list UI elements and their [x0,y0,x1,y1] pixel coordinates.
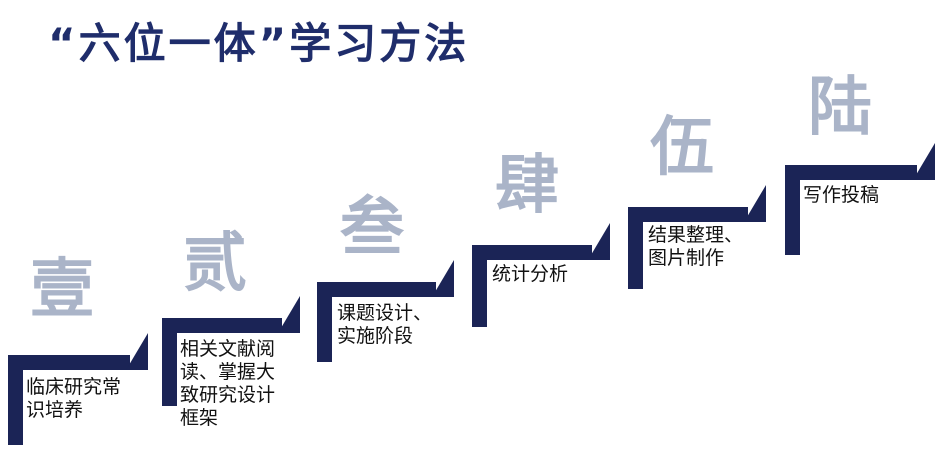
step-5-riser [628,207,643,289]
step-6-top-bar [785,165,917,180]
step-5-top-bar [628,207,748,222]
step-label-line: 写作投稿 [803,184,880,206]
step-3-riser [317,282,332,362]
step-2-top-bar [162,318,282,333]
step-2-numeral: 贰 [183,226,247,301]
step-label-line: 相关文献阅 [180,338,276,360]
step-3-numeral: 叁 [340,190,404,265]
step-6-numeral: 陆 [808,70,872,145]
step-label-line: 临床研究常 [26,376,122,398]
step-4-top-bar [472,245,592,260]
step-3-label: 课题设计、实施阶段 [337,302,432,348]
step-1-top-bar [8,355,130,370]
step-4-numeral: 肆 [495,148,559,223]
step-5-corner [744,185,766,222]
step-label-line: 统计分析 [492,263,569,285]
step-6-riser [785,165,800,255]
step-label-line: 框架 [180,407,219,429]
step-2-label: 相关文献阅读、掌握大致研究设计框架 [180,338,275,430]
step-label-line: 致研究设计 [180,384,276,406]
step-1-label: 临床研究常识培养 [26,376,121,422]
step-label-line: 读、掌握大 [180,361,276,383]
step-6-label: 写作投稿 [803,184,879,207]
step-4-riser [472,245,487,327]
step-6-corner [913,143,935,180]
step-label-line: 课题设计、 [337,302,433,324]
step-2-riser [162,318,177,406]
step-label-line: 实施阶段 [337,325,414,347]
step-label-line: 识培养 [26,399,84,421]
step-1-corner [126,333,148,370]
step-4-label: 统计分析 [492,263,568,286]
step-2-corner [278,296,300,333]
step-4-corner [588,223,610,260]
step-1-numeral: 壹 [30,252,94,327]
step-1-riser [8,355,23,445]
step-label-line: 图片制作 [648,247,725,269]
step-3-top-bar [317,282,436,297]
page-title: “六位一体”学习方法 [48,19,470,68]
step-5-numeral: 伍 [650,110,714,185]
step-5-label: 结果整理、图片制作 [648,224,743,270]
step-label-line: 结果整理、 [648,224,744,246]
step-3-corner [432,260,454,297]
